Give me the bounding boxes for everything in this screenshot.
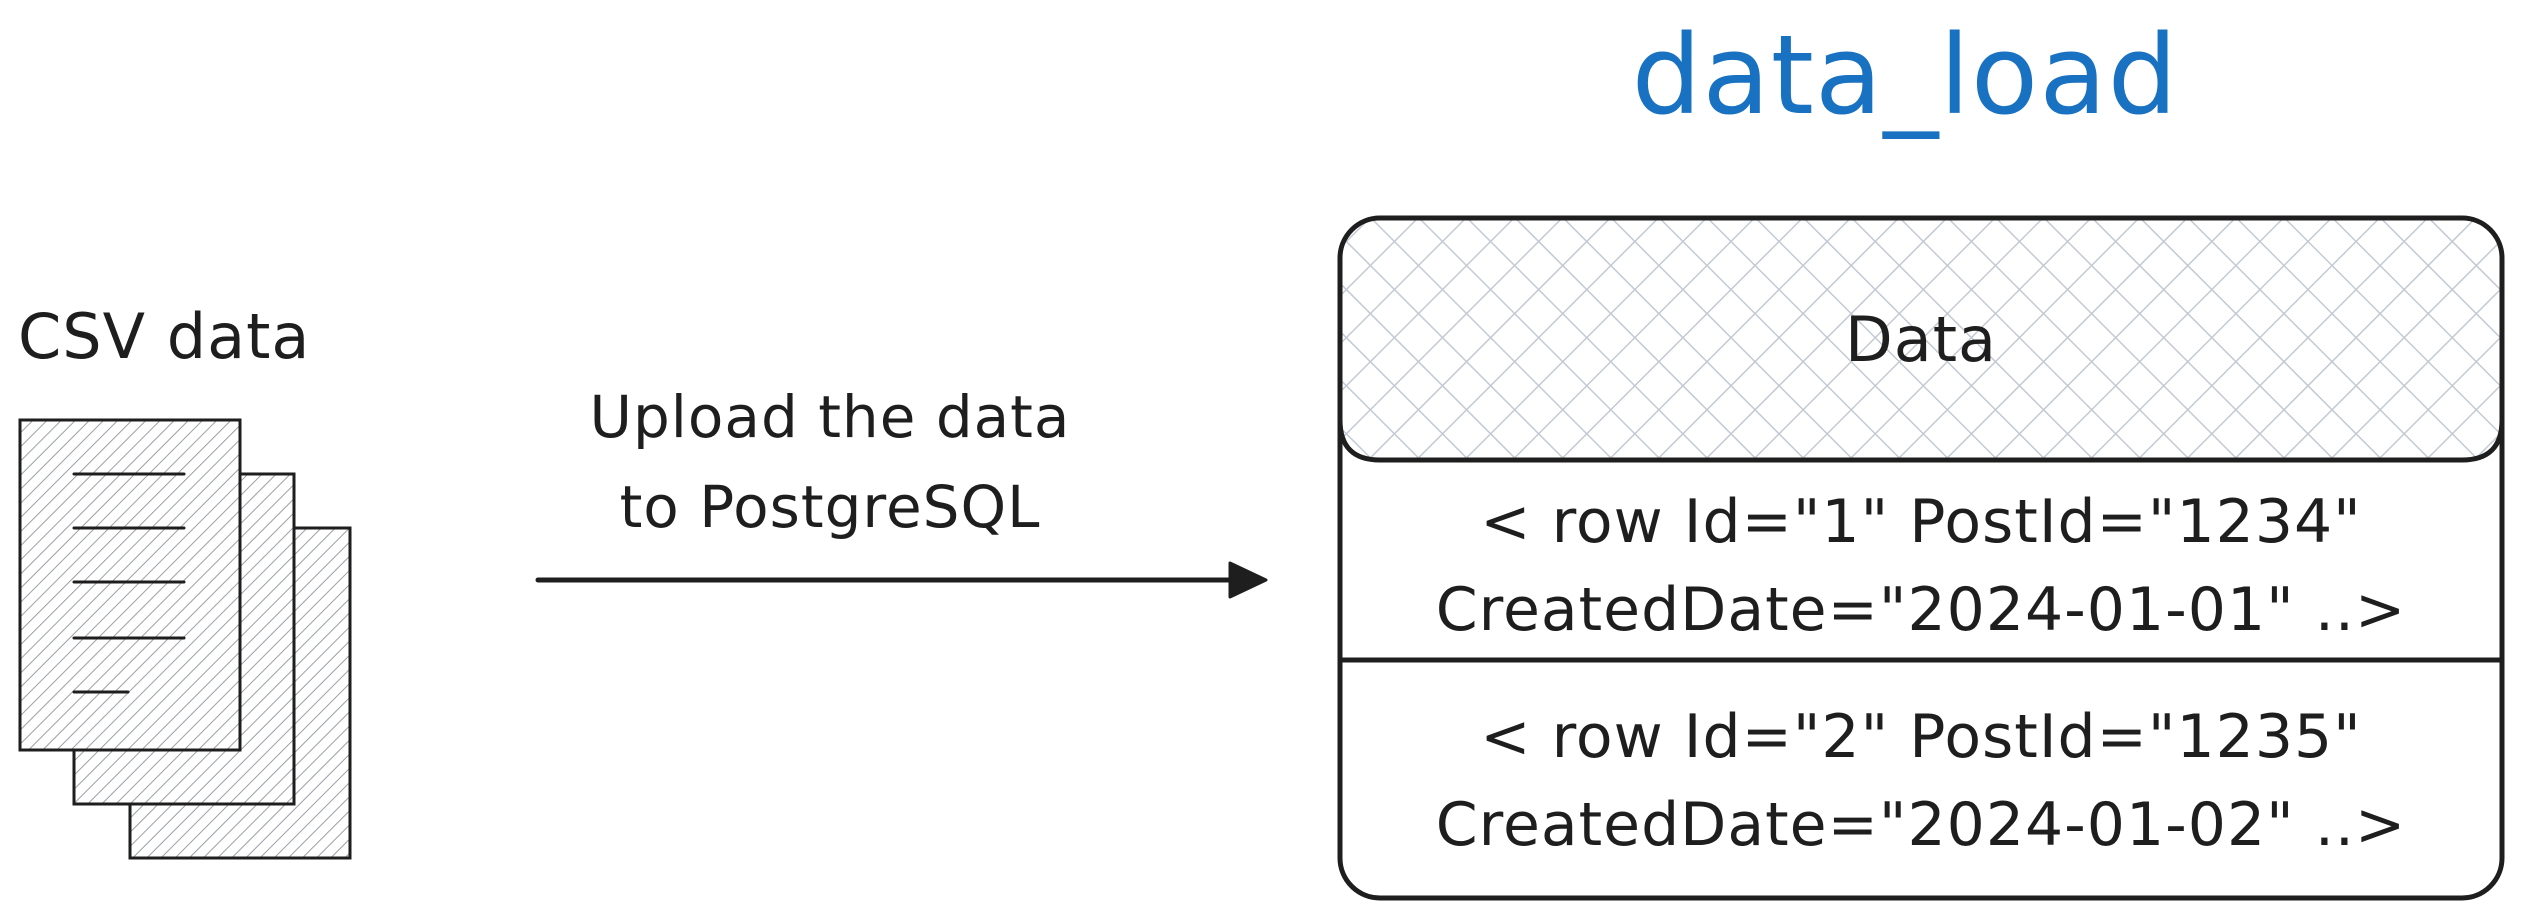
table-header-label: Data (1844, 303, 1998, 376)
arrow-label-line-1: Upload the data (589, 383, 1071, 451)
table-header-border (1337, 417, 2505, 463)
data-table (1337, 215, 2505, 901)
row-line-1: < row Id="2" PostId="1235" (1480, 702, 2362, 772)
arrow-label-line-2: to PostgreSQL (619, 473, 1041, 541)
table-row: < row Id="2" PostId="1235" CreatedDate="… (1340, 693, 2502, 869)
table-row: < row Id="1" PostId="1234" CreatedDate="… (1340, 478, 2502, 654)
document-stack-icon (18, 418, 352, 860)
diagram-title: data_load (1631, 11, 2179, 139)
table-outer-border (1337, 215, 2505, 901)
arrow-label: Upload the data to PostgreSQL (520, 372, 1140, 552)
table-header-fill (1340, 218, 2502, 460)
row-line-2: CreatedDate="2024-01-01" ..> (1435, 575, 2407, 645)
source-label: CSV data (18, 300, 311, 373)
row-line-1: < row Id="1" PostId="1234" (1480, 487, 2362, 557)
document-page-front (18, 418, 242, 752)
arrow-right-icon (535, 561, 1268, 599)
row-line-2: CreatedDate="2024-01-02" ..> (1435, 790, 2407, 860)
